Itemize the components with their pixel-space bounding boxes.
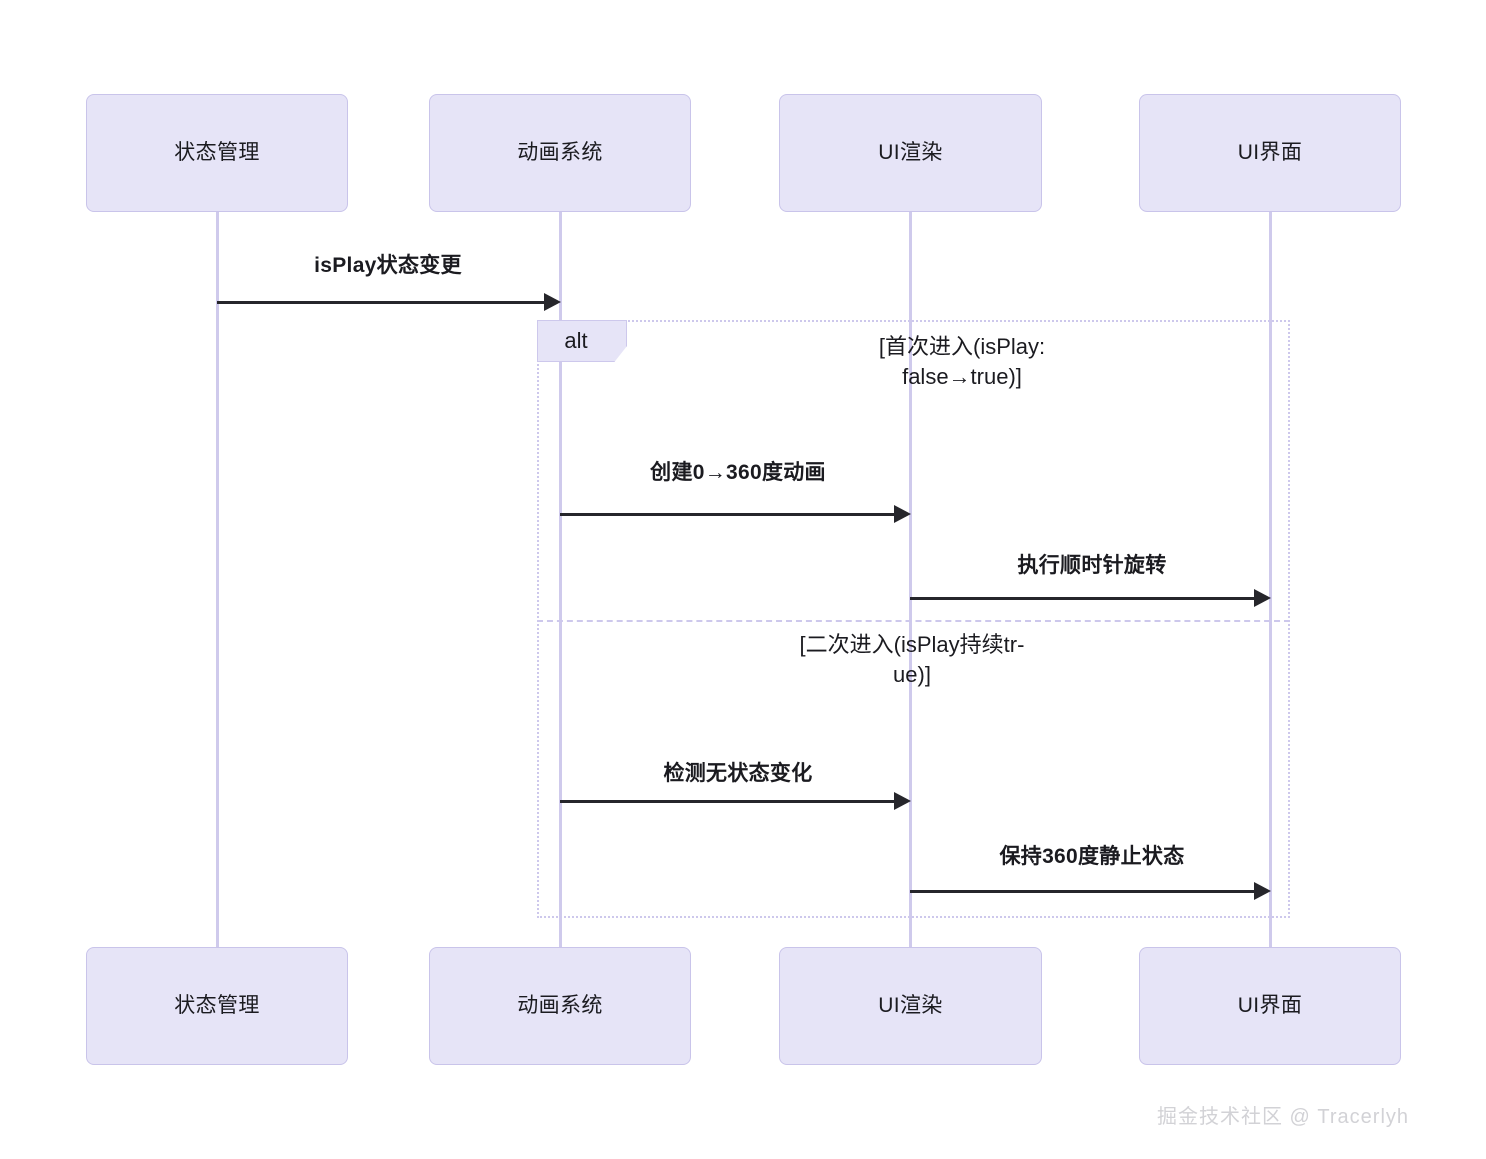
participant-label-render: UI渲染 — [878, 994, 943, 1018]
alt-condition-2: [二次进入(isPlay持续tr-ue)] — [742, 630, 1082, 689]
alt-condition-line: false→true)] — [902, 363, 1022, 389]
message-line-m4 — [560, 800, 900, 803]
message-line-m2 — [560, 513, 900, 516]
alt-condition-line: ue)] — [893, 661, 931, 687]
message-line-m5 — [910, 890, 1260, 893]
lifeline-ui — [1269, 212, 1272, 947]
participant-label-ui: UI界面 — [1237, 141, 1303, 165]
message-label-m3: 执行顺时针旋转 — [1017, 554, 1167, 577]
participant-box-state-bottom[interactable]: 状态管理 — [86, 947, 348, 1065]
participant-box-animation-bottom[interactable]: 动画系统 — [429, 947, 691, 1065]
lifeline-state — [216, 212, 219, 947]
participant-label-animation: 动画系统 — [517, 141, 603, 165]
participant-label-state: 状态管理 — [174, 141, 260, 165]
alt-fragment-box — [537, 320, 1290, 918]
lifeline-animation — [559, 212, 562, 947]
message-label-m1: isPlay状态变更 — [314, 254, 462, 277]
participant-label-render: UI渲染 — [878, 141, 943, 165]
alt-fragment-tab-label: alt — [564, 328, 588, 353]
message-arrowhead-m4 — [894, 792, 911, 810]
message-arrowhead-m1 — [544, 293, 561, 311]
message-label-m5: 保持360度静止状态 — [999, 845, 1185, 868]
participant-label-animation: 动画系统 — [517, 994, 603, 1018]
message-label-m2: 创建0→360度动画 — [650, 461, 826, 484]
message-arrowhead-m2 — [894, 505, 911, 523]
message-arrowhead-m5 — [1254, 882, 1271, 900]
watermark-text: 掘金技术社区 @ Tracerlyh — [1157, 1106, 1410, 1128]
participant-box-render-bottom[interactable]: UI渲染 — [779, 947, 1042, 1065]
participant-label-state: 状态管理 — [174, 994, 260, 1018]
participant-label-ui: UI界面 — [1237, 994, 1303, 1018]
alt-condition-1: [首次进入(isPlay: false→true)] — [792, 332, 1132, 391]
alt-condition-line: [首次进入(isPlay: — [878, 334, 1046, 359]
lifeline-render — [909, 212, 912, 947]
message-line-m3 — [910, 597, 1260, 600]
participant-box-state-top[interactable]: 状态管理 — [86, 94, 348, 212]
message-line-m1 — [217, 301, 550, 304]
alt-condition-line: [二次进入(isPlay持续tr- — [799, 632, 1025, 657]
participant-box-ui-bottom[interactable]: UI界面 — [1139, 947, 1401, 1065]
message-label-m4: 检测无状态变化 — [663, 762, 813, 785]
alt-fragment-tab: alt — [537, 320, 627, 362]
participant-box-animation-top[interactable]: 动画系统 — [429, 94, 691, 212]
participant-box-ui-top[interactable]: UI界面 — [1139, 94, 1401, 212]
message-arrowhead-m3 — [1254, 589, 1271, 607]
participant-box-render-top[interactable]: UI渲染 — [779, 94, 1042, 212]
alt-fragment-divider — [537, 620, 1290, 622]
